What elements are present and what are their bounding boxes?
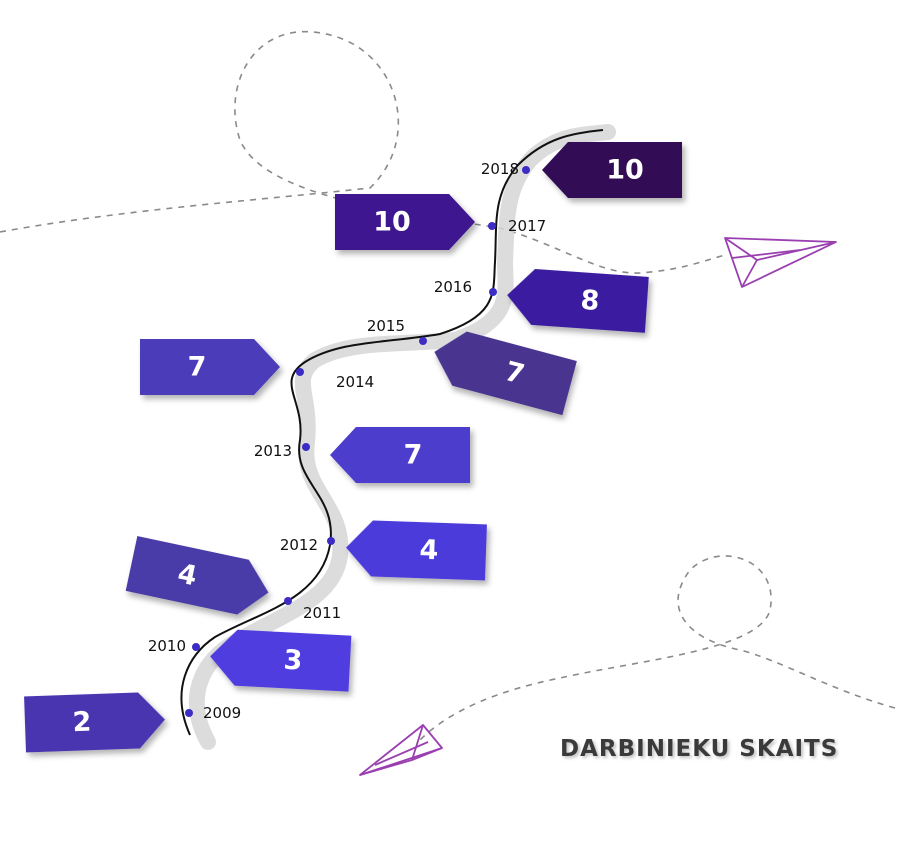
timeline-dot-2017 <box>488 222 496 230</box>
value-label: 2 <box>72 707 92 739</box>
value-tag-shape <box>24 692 165 753</box>
value-label: 7 <box>188 352 207 383</box>
timeline-dot-2013 <box>302 443 310 451</box>
timeline-curve <box>180 129 604 736</box>
value-tag-2017: 10 <box>335 194 475 250</box>
year-label-2017: 2017 <box>508 217 546 235</box>
value-tag-2014: 7 <box>140 339 280 395</box>
year-label-2011: 2011 <box>303 604 341 622</box>
timeline-dot-2014 <box>296 368 304 376</box>
value-tag-shape <box>346 520 487 581</box>
value-label: 10 <box>606 155 644 186</box>
value-tag-2013: 7 <box>330 427 470 483</box>
value-tag-2012: 4 <box>346 520 487 581</box>
paper-plane-top-icon <box>724 237 837 288</box>
value-tag-2015: 7 <box>434 331 577 416</box>
value-tag-2009: 2 <box>24 692 165 753</box>
value-tag-shape <box>542 142 682 198</box>
year-label-2012: 2012 <box>280 536 318 554</box>
year-label-2018: 2018 <box>481 160 519 178</box>
chart-title: DARBINIEKU SKAITS <box>560 736 839 762</box>
value-tag-shape <box>330 427 470 483</box>
value-tag-2018: 10 <box>542 142 682 198</box>
timeline-dot-2018 <box>522 166 530 174</box>
year-label-2010: 2010 <box>148 637 186 655</box>
timeline-dot-2011 <box>284 597 292 605</box>
year-label-2014: 2014 <box>336 373 374 391</box>
value-label: 7 <box>404 440 423 471</box>
year-label-2013: 2013 <box>254 442 292 460</box>
timeline-dot-2012 <box>327 537 335 545</box>
paper-plane-bottom-icon <box>359 724 443 776</box>
timeline-curve-shadow <box>188 124 616 750</box>
year-label-2016: 2016 <box>434 278 472 296</box>
value-tag-shape <box>210 629 352 692</box>
value-tag-shape <box>335 194 475 250</box>
value-tag-2016: 8 <box>507 268 649 333</box>
timeline-dot-2016 <box>489 288 497 296</box>
timeline-dot-2009 <box>185 709 193 717</box>
value-tag-shape <box>140 339 280 395</box>
value-tag-2010: 3 <box>210 629 352 692</box>
value-label: 8 <box>580 285 601 317</box>
value-label: 10 <box>373 207 411 238</box>
dashed-flight-path-bottom <box>419 555 896 741</box>
timeline-dot-2015 <box>419 337 427 345</box>
value-tag-shape <box>125 536 269 615</box>
value-label: 4 <box>419 535 439 567</box>
value-tag-shape <box>507 268 649 333</box>
value-tag-shape <box>434 331 577 416</box>
year-label-2015: 2015 <box>367 317 405 335</box>
year-label-2009: 2009 <box>203 704 241 722</box>
timeline-dot-2010 <box>192 643 200 651</box>
value-tag-2011: 4 <box>125 536 269 615</box>
value-label: 3 <box>283 645 303 677</box>
